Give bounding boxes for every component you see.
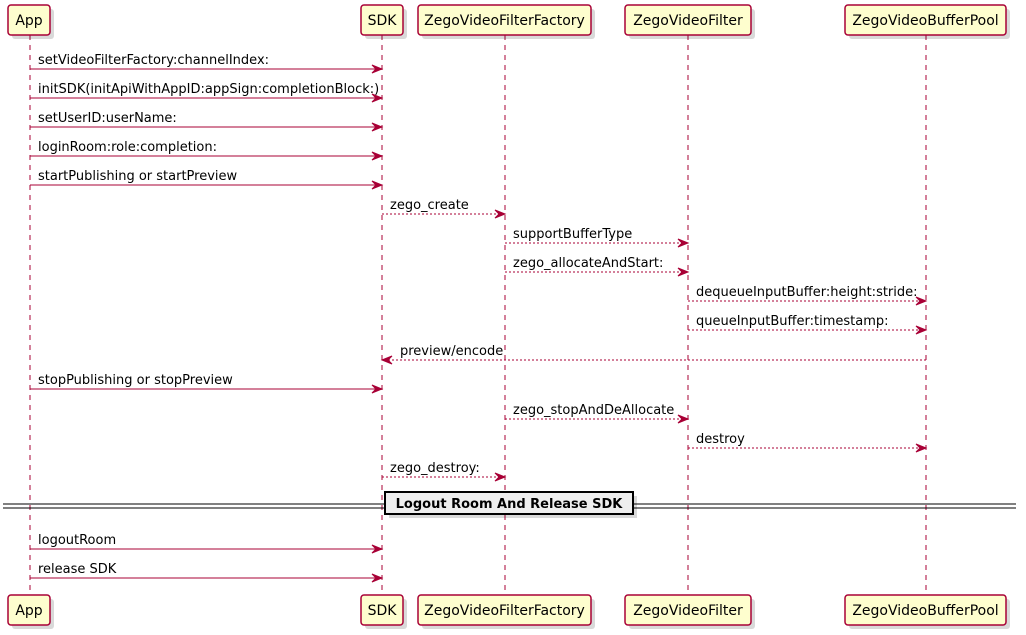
message-arrow-head: [371, 573, 384, 583]
message-arrow-head: [380, 355, 393, 365]
message-arrow-head: [915, 296, 928, 306]
message-label: logoutRoom: [38, 533, 116, 548]
participant-label: SDK: [368, 13, 398, 29]
participant-label: ZegoVideoFilterFactory: [424, 603, 585, 619]
message-12: stopPublishing or stopPreview: [30, 373, 384, 394]
messages: setVideoFilterFactory:channelIndex: initS…: [3, 53, 1016, 583]
participant-factory-bottom: ZegoVideoFilterFactory: [417, 594, 595, 629]
message-arrow-head: [371, 151, 384, 161]
participant-label: ZegoVideoFilterFactory: [424, 13, 585, 29]
message-label: zego_destroy:: [390, 461, 480, 476]
message-arrow-head: [371, 93, 384, 103]
message-label: supportBufferType: [513, 227, 632, 242]
message-label: startPublishing or startPreview: [38, 169, 238, 184]
message-11: preview/encode: [380, 344, 926, 365]
message-arrow-head: [371, 64, 384, 74]
participant-label: ZegoVideoFilter: [633, 603, 743, 619]
message-10: queueInputBuffer:timestamp:: [688, 314, 928, 335]
message-arrow-head: [371, 180, 384, 190]
participant-box: [624, 4, 752, 36]
message-18: release SDK: [30, 562, 384, 583]
section-divider: Logout Room And Release SDK: [3, 491, 1016, 518]
lifelines: [29, 35, 927, 595]
message-13: zego_stopAndDeAllocate: [505, 403, 690, 424]
participant-box: [417, 594, 592, 626]
participant-box: [360, 4, 404, 36]
participant-label: ZegoVideoBufferPool: [852, 13, 998, 29]
message-9: dequeueInputBuffer:height:stride:: [688, 285, 928, 306]
divider-label: Logout Room And Release SDK: [396, 497, 624, 512]
message-arrow-head: [371, 544, 384, 554]
message-arrow-head: [677, 238, 690, 248]
message-2: initSDK(initApiWithAppID:appSign:complet…: [30, 82, 384, 103]
message-label: zego_create: [390, 198, 469, 213]
participant-box: [7, 4, 51, 36]
message-label: queueInputBuffer:timestamp:: [696, 314, 889, 329]
message-15: zego_destroy:: [382, 461, 507, 482]
message-arrow-head: [915, 443, 928, 453]
message-label: setVideoFilterFactory:channelIndex:: [38, 53, 269, 68]
participant-pool-bottom: ZegoVideoBufferPool: [844, 594, 1010, 629]
message-label: stopPublishing or stopPreview: [38, 373, 233, 388]
participants-bottom: App SDK ZegoVideoFilterFactory ZegoVideoFil…: [7, 594, 1010, 629]
participant-label: ZegoVideoFilter: [633, 13, 743, 29]
message-arrow-head: [371, 122, 384, 132]
message-arrow-head: [915, 325, 928, 335]
participant-label: SDK: [368, 603, 398, 619]
divider-box: [384, 491, 634, 515]
message-label: setUserID:userName:: [38, 111, 177, 126]
participant-filter-top: ZegoVideoFilter: [624, 4, 755, 39]
participants-top: App SDK ZegoVideoFilterFactory ZegoVideoFil…: [7, 4, 1010, 39]
message-label: initSDK(initApiWithAppID:appSign:complet…: [38, 82, 379, 97]
message-8: zego_allocateAndStart:: [505, 256, 690, 277]
message-3: setUserID:userName:: [30, 111, 384, 132]
participant-box: [417, 4, 592, 36]
message-label: zego_allocateAndStart:: [513, 256, 663, 271]
participant-label: App: [15, 603, 42, 619]
participant-box: [360, 594, 404, 626]
message-7: supportBufferType: [505, 227, 690, 248]
participant-box: [7, 594, 51, 626]
participant-box: [624, 594, 752, 626]
message-17: logoutRoom: [30, 533, 384, 554]
message-label: zego_stopAndDeAllocate: [513, 403, 674, 418]
participant-label: ZegoVideoBufferPool: [852, 603, 998, 619]
message-1: setVideoFilterFactory:channelIndex:: [30, 53, 384, 74]
message-label: release SDK: [38, 562, 117, 577]
participant-app-top: App: [7, 4, 54, 39]
participant-factory-top: ZegoVideoFilterFactory: [417, 4, 595, 39]
message-label: loginRoom:role:completion:: [38, 140, 217, 155]
message-label: destroy: [696, 432, 745, 447]
message-arrow-head: [677, 414, 690, 424]
message-arrow-head: [677, 267, 690, 277]
message-14: destroy: [688, 432, 928, 453]
participant-app-bottom: App: [7, 594, 54, 629]
message-label: preview/encode: [400, 344, 503, 359]
participant-sdk-top: SDK: [360, 4, 407, 39]
participant-box: [844, 4, 1007, 36]
message-label: dequeueInputBuffer:height:stride:: [696, 285, 918, 300]
message-arrow-head: [371, 384, 384, 394]
message-arrow-head: [494, 209, 507, 219]
message-arrow-head: [494, 472, 507, 482]
message-6: zego_create: [382, 198, 507, 219]
participant-filter-bottom: ZegoVideoFilter: [624, 594, 755, 629]
message-4: loginRoom:role:completion:: [30, 140, 384, 161]
participant-box: [844, 594, 1007, 626]
message-5: startPublishing or startPreview: [30, 169, 384, 190]
participant-pool-top: ZegoVideoBufferPool: [844, 4, 1010, 39]
participant-label: App: [15, 13, 42, 29]
participant-sdk-bottom: SDK: [360, 594, 407, 629]
